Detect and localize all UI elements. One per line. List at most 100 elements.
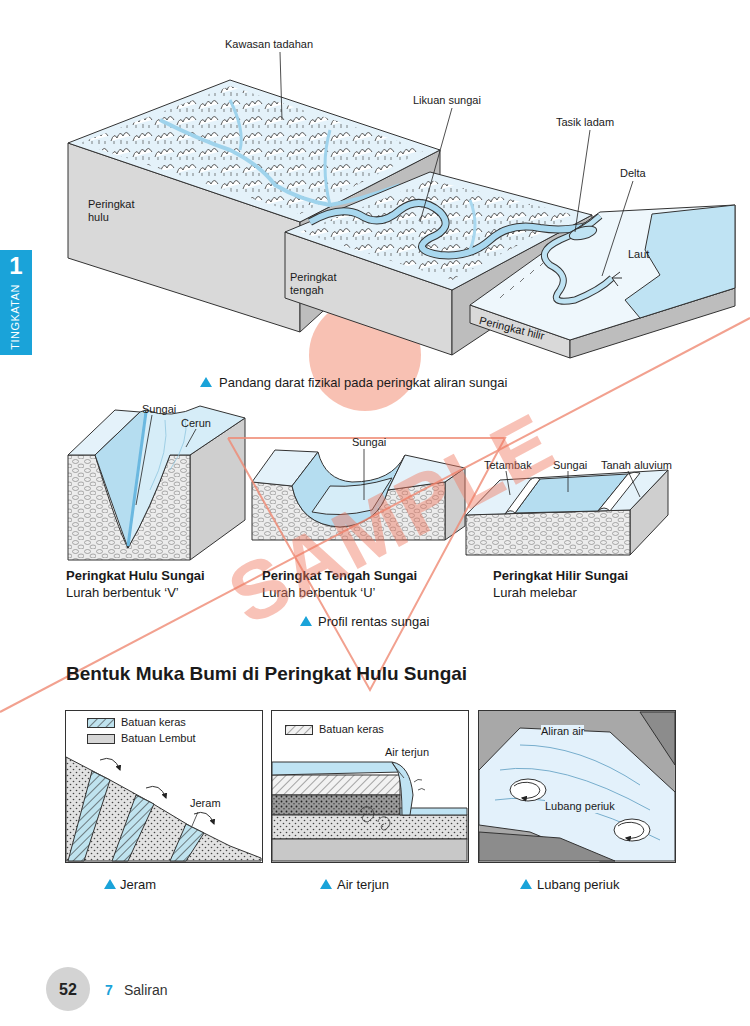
- pothole-illustration: [514, 782, 540, 798]
- upper-course-block: [325, 130, 330, 205]
- stage-label: Peringkat tengah: [290, 271, 350, 297]
- node-text: Jeram: [190, 797, 221, 810]
- feature-label: Kawasan tadahan: [225, 38, 313, 51]
- leader-line: [186, 429, 196, 447]
- node-text: 52: [46, 980, 90, 999]
- leader-line: [280, 52, 282, 120]
- legend-swatch: [285, 725, 313, 735]
- hatch-sample: [88, 719, 114, 727]
- lower-course-block: [544, 216, 612, 301]
- feature-label: Cerun: [181, 417, 211, 430]
- upper-course-block: [80, 86, 425, 214]
- rapids-illustration: [192, 812, 198, 826]
- pothole-illustration: [479, 728, 675, 861]
- node-text: Air terjun: [385, 746, 429, 759]
- node-text: TINGKATAN: [9, 284, 22, 350]
- feature-label: Sungai: [142, 403, 176, 416]
- leader-line: [136, 415, 152, 505]
- caption-triangle: [320, 879, 332, 889]
- feature-label: Laut: [628, 248, 649, 261]
- watermark-shape: [0, 318, 750, 712]
- feature-label: Tanah aluvium: [601, 459, 672, 472]
- upper-course-block: [160, 120, 400, 205]
- grade-tab: 1TINGKATAN: [0, 250, 32, 355]
- v-valley-profile: [128, 406, 245, 548]
- waterfall-illustration: [272, 775, 400, 795]
- hatch-sample: [88, 719, 114, 727]
- waterfall-illustration: [272, 839, 467, 861]
- waterfall-illustration: [272, 762, 402, 775]
- chapter-number: 7: [105, 982, 113, 999]
- pothole-illustration: [618, 822, 644, 838]
- rapids-illustration: [66, 757, 261, 861]
- profile-heading: Peringkat Hulu Sungai: [66, 568, 205, 584]
- lower-course-block: [500, 262, 544, 298]
- leader-line: [280, 52, 633, 276]
- v-valley-profile: [128, 412, 146, 546]
- rapids-illustration: [170, 824, 204, 861]
- rapids-illustration: [68, 771, 110, 861]
- node-text: 1: [0, 252, 32, 281]
- upper-course-block: [230, 100, 241, 150]
- figure-caption: Lubang periuk: [537, 877, 619, 893]
- rapids-illustration: [112, 795, 154, 861]
- hatch-sample: [286, 726, 312, 734]
- pothole-panel: Aliran airLubang periuk: [478, 710, 676, 863]
- section-heading: Bentuk Muka Bumi di Peringkat Hulu Sunga…: [66, 663, 467, 686]
- v-valley-profile: [68, 406, 245, 560]
- caption-triangle: [104, 879, 116, 889]
- feature-label: Likuan sungai: [413, 94, 481, 107]
- lower-course-block: [544, 216, 612, 301]
- legend-text: Batuan keras: [121, 716, 186, 728]
- waterfall-illustration: [414, 779, 425, 790]
- waterfall-illustration: [272, 815, 467, 839]
- figure-caption: Profil rentas sungai: [318, 614, 429, 630]
- waterfall-illustration: [360, 807, 390, 830]
- figure-caption: Air terjun: [337, 877, 389, 893]
- chapter-title: Saliran: [124, 982, 168, 999]
- legend-row: Batuan keras: [285, 723, 384, 736]
- legend-text: Batuan Lembut: [121, 732, 196, 744]
- wide-valley-profile: [598, 472, 640, 511]
- legend-swatch: [87, 718, 115, 728]
- legend-swatch: [87, 734, 115, 744]
- pothole-illustration: [614, 819, 650, 841]
- rapids-illustration: [66, 757, 261, 861]
- waterfall-illustration: [272, 795, 400, 815]
- middle-course-block: [470, 200, 475, 250]
- caption-triangle: [520, 879, 532, 889]
- node-text: Lubang periuk: [545, 800, 615, 813]
- pothole-illustration: [479, 832, 615, 861]
- leader-line: [575, 130, 590, 232]
- profile-subtitle: Lurah berbentuk ‘V’: [66, 585, 179, 601]
- node-text: Aliran air: [541, 725, 584, 738]
- waterfall-illustration: [392, 763, 404, 778]
- lower-course-block: [625, 205, 735, 318]
- lower-course-block: [470, 205, 735, 358]
- figure-caption: Pandang darat fizikal pada peringkat ali…: [219, 375, 507, 391]
- waterfall-illustration: [392, 762, 413, 815]
- stage-label: Peringkat hulu: [88, 198, 148, 224]
- profile-subtitle: Lurah melebar: [493, 585, 577, 601]
- page-number-circle: 52: [46, 967, 90, 1011]
- feature-label: Delta: [620, 167, 646, 180]
- leader-line: [628, 471, 640, 497]
- hatch-sample: [286, 726, 312, 734]
- feature-label: Sungai: [352, 436, 386, 449]
- lower-course-block: [470, 205, 735, 340]
- legend-row: Batuan Lembut: [87, 732, 196, 745]
- pothole-illustration: [479, 711, 675, 861]
- caption-triangle: [200, 377, 212, 387]
- lower-course-block: [612, 272, 622, 286]
- pothole-illustration: [495, 745, 660, 840]
- pothole-illustration: [510, 779, 546, 801]
- figure-caption: Jeram: [120, 877, 156, 893]
- leader-line: [420, 108, 452, 222]
- profile-heading: Peringkat Hilir Sungai: [493, 568, 628, 584]
- legend-text: Batuan keras: [319, 723, 384, 735]
- rapids-illustration: [100, 758, 120, 770]
- legend-row: Batuan keras: [87, 716, 186, 729]
- lower-course-block: [568, 224, 598, 243]
- v-valley-profile: [150, 418, 186, 490]
